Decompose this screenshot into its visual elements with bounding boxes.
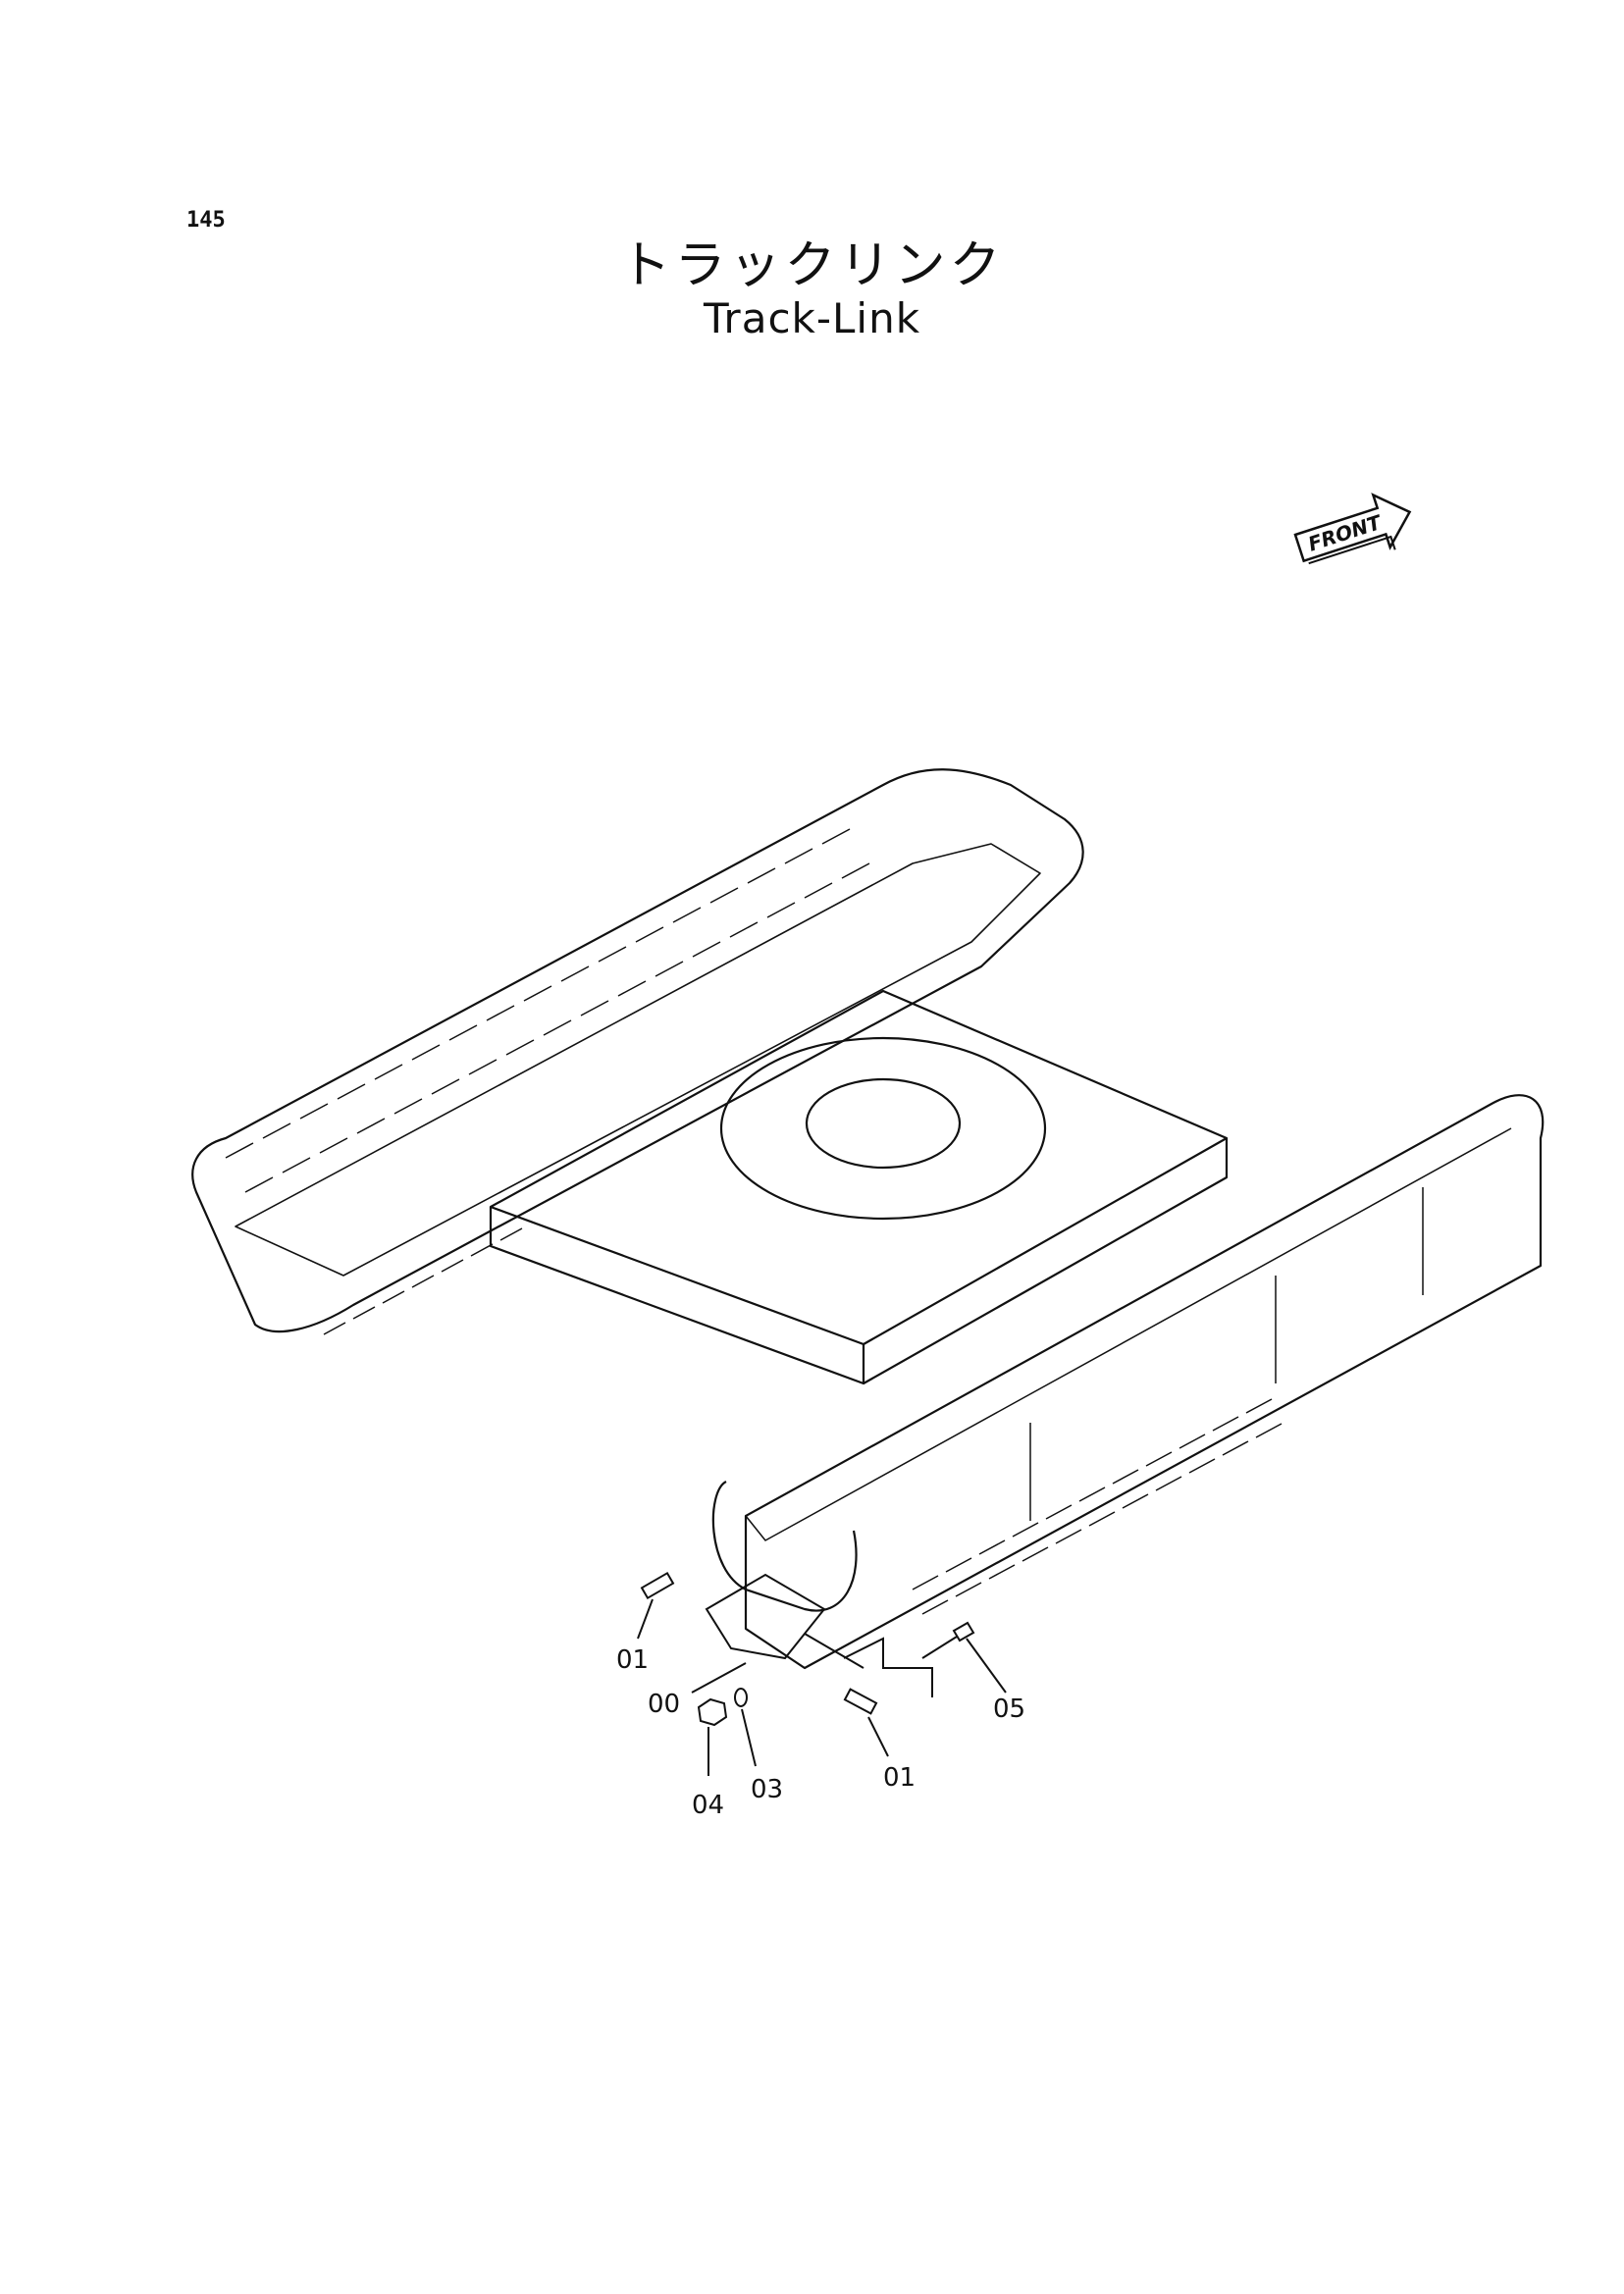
swing-ring-outer	[719, 1036, 1047, 1221]
leader-00	[691, 1662, 747, 1694]
lower-side-frame	[744, 1094, 1545, 1670]
bolt-05	[921, 1621, 975, 1659]
callout-01-lower: 01	[883, 1763, 916, 1793]
callout-00: 00	[648, 1690, 680, 1719]
lower-track-chain	[912, 1398, 1283, 1615]
leader-05	[966, 1638, 1007, 1694]
exploded-link-assembly	[637, 1571, 1007, 1776]
center-body	[489, 989, 1229, 1346]
callout-03: 03	[751, 1775, 783, 1804]
upper-track-outer	[191, 768, 1084, 1333]
idler-cover	[711, 1481, 858, 1612]
leader-01a	[637, 1598, 654, 1640]
leader-03	[741, 1708, 757, 1767]
center-body-side	[489, 1207, 865, 1385]
leader-01b	[867, 1716, 889, 1757]
link-00	[705, 1573, 826, 1660]
callout-04: 04	[692, 1791, 724, 1820]
washer-03	[734, 1688, 748, 1707]
undercarriage-frame	[191, 768, 1545, 1670]
pin-01-lower	[843, 1688, 878, 1715]
swing-ring-inner	[805, 1077, 962, 1170]
upper-track-inner	[235, 843, 1041, 1277]
page-number: 145	[186, 208, 226, 233]
upper-track-shoes	[225, 828, 870, 1193]
front-label: FRONT	[1305, 510, 1385, 556]
nut-04	[697, 1697, 728, 1727]
callout-01-upper: 01	[616, 1645, 649, 1675]
upper-lower-chain	[323, 1227, 523, 1335]
callout-05: 05	[993, 1694, 1025, 1724]
pin-01-upper	[640, 1571, 675, 1600]
front-arrow-icon: FRONT	[1293, 493, 1412, 565]
title-english: Track-Link	[703, 294, 921, 342]
title-japanese: トラックリンク	[619, 236, 1005, 295]
